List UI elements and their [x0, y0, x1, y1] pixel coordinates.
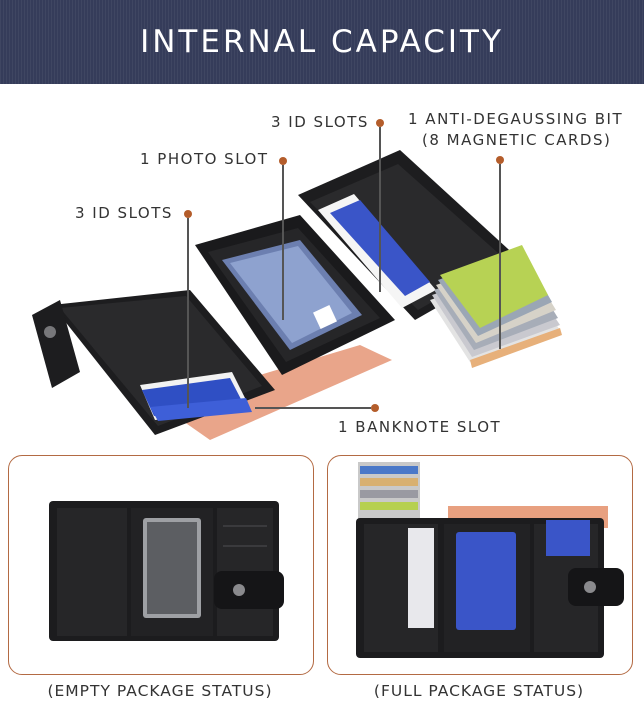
header-banner [0, 0, 644, 84]
caption-full-status: (FULL PACKAGE STATUS) [373, 682, 585, 700]
callout-dot [371, 404, 379, 412]
page-title: INTERNAL CAPACITY [140, 24, 504, 60]
callout-leader-line [499, 164, 501, 349]
callout-dot [376, 119, 384, 127]
caption-empty-status: (EMPTY PACKAGE STATUS) [47, 682, 273, 700]
callout-dot [496, 156, 504, 164]
callout-anti-degaussing-line1: 1 ANTI-DEGAUSSING BIT [408, 110, 624, 128]
callout-anti-degaussing-line2: (8 MAGNETIC CARDS) [422, 131, 612, 149]
wallet-empty-illustration [49, 501, 284, 641]
empty-package-panel [8, 455, 314, 675]
callout-dot [184, 210, 192, 218]
callout-id-slots-left: 3 ID SLOTS [75, 204, 173, 222]
callout-id-slots-top: 3 ID SLOTS [271, 113, 369, 131]
callout-leader-line [379, 127, 381, 292]
full-package-panel [327, 455, 633, 675]
callout-leader-line [282, 165, 284, 320]
callout-banknote-slot: 1 BANKNOTE SLOT [338, 418, 502, 436]
wallet-open-illustration [32, 150, 562, 440]
callout-leader-line [255, 407, 371, 409]
wallet-full-illustration [356, 462, 624, 658]
callout-photo-slot: 1 PHOTO SLOT [140, 150, 269, 168]
callout-dot [279, 157, 287, 165]
callout-leader-line [187, 218, 189, 408]
